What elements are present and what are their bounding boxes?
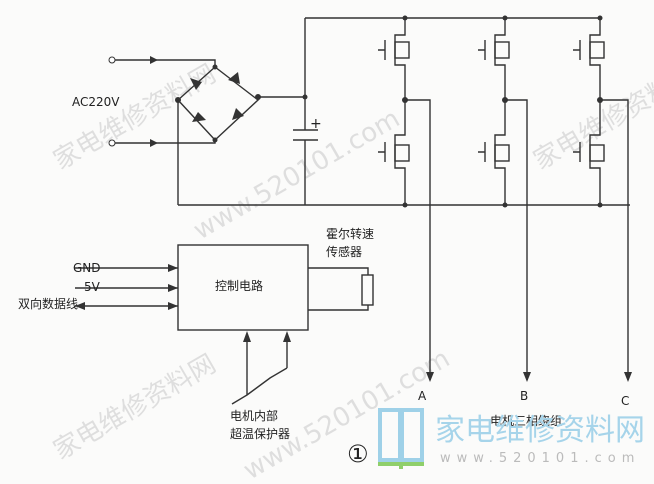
svg-text:www.520101.com: www.520101.com	[189, 104, 406, 246]
bridge-rectifier	[175, 64, 305, 205]
svg-text:A: A	[418, 389, 427, 403]
svg-text:霍尔转速: 霍尔转速	[326, 226, 374, 241]
svg-text:家电维修资料网: 家电维修资料网	[49, 349, 222, 466]
svg-text:+: +	[310, 116, 322, 132]
windings-label: 电机三相绕组	[490, 414, 562, 428]
watermark-logo: 家电维修资料网 www.520101.com	[378, 408, 645, 469]
svg-text:www.520101.com: www.520101.com	[440, 451, 640, 466]
svg-text:传感器: 传感器	[326, 244, 362, 259]
hall-sensor: 霍尔转速 传感器	[308, 226, 374, 311]
svg-text:GND: GND	[73, 261, 101, 275]
figure-number: ①	[347, 440, 369, 468]
svg-text:双向数据线: 双向数据线	[18, 296, 78, 311]
svg-text:家电维修资料网: 家电维修资料网	[435, 413, 645, 448]
capacitor: +	[293, 18, 322, 205]
svg-text:超温保护器: 超温保护器	[230, 426, 290, 441]
svg-text:B: B	[520, 389, 528, 403]
svg-text:电机内部: 电机内部	[230, 408, 278, 423]
svg-text:5V: 5V	[84, 280, 101, 294]
control-circuit: 控制电路 GND 5V 双向数据线	[18, 244, 309, 331]
svg-text:家电维修资料网: 家电维修资料网	[529, 59, 654, 176]
svg-text:控制电路: 控制电路	[215, 278, 263, 293]
phase-outputs: A B C 电机三相绕组	[405, 99, 632, 428]
overtemp-protector: 电机内部 超温保护器	[230, 331, 291, 441]
svg-text:C: C	[621, 394, 629, 408]
inverter-bridge	[378, 14, 605, 209]
ac-label: AC220V	[72, 95, 120, 109]
